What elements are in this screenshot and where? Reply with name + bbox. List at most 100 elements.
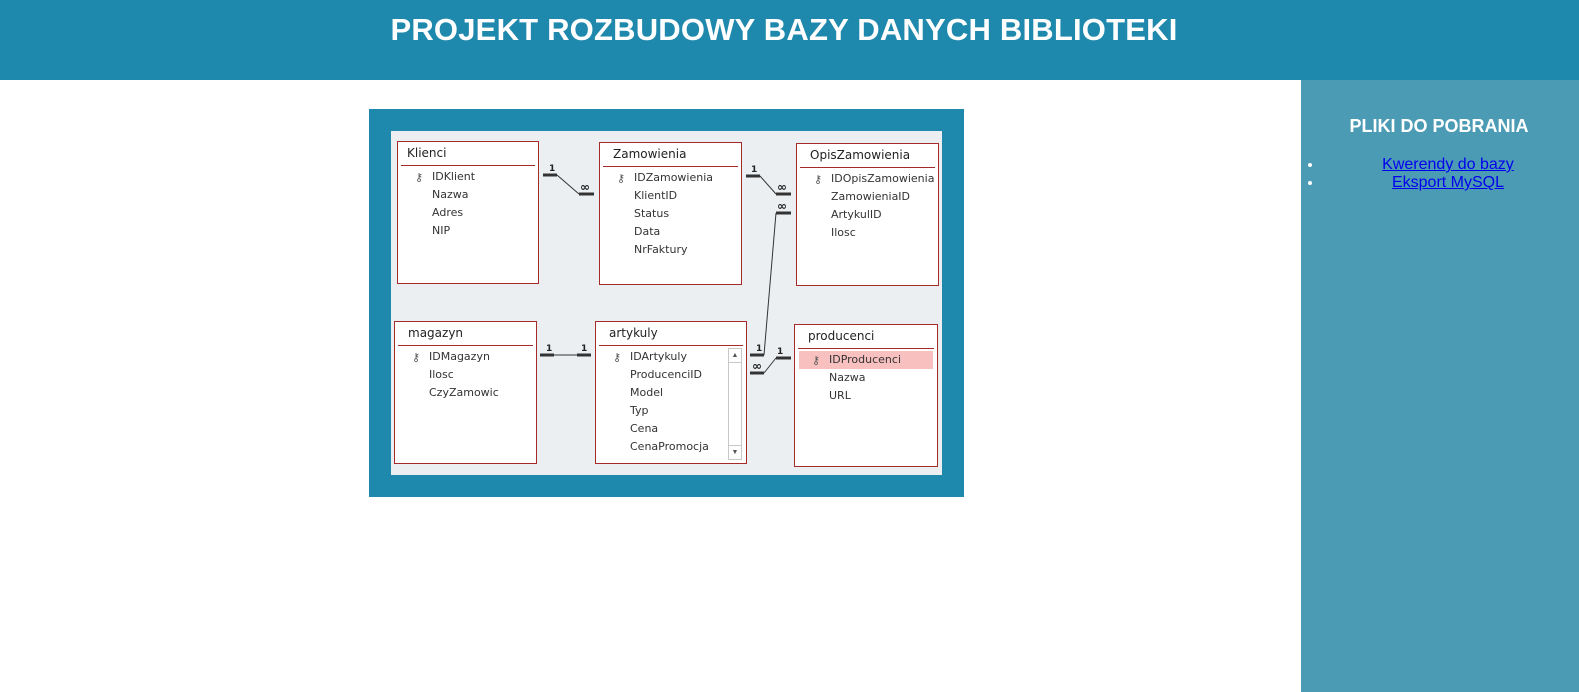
key-icon: ⚷ (812, 354, 821, 367)
field-item[interactable]: Data (600, 223, 741, 241)
table-divider (603, 166, 738, 167)
field-label: Status (634, 207, 670, 220)
field-label: ZamowieniaID (831, 190, 911, 203)
table-divider (800, 167, 935, 168)
table-title: OpisZamowienia (810, 148, 911, 162)
key-icon: ⚷ (415, 171, 424, 184)
field-label: Typ (630, 404, 649, 417)
table-title: magazyn (408, 326, 464, 340)
cardinality-one-label: 1 (581, 344, 588, 354)
scroll-up-arrow-icon[interactable]: ▲ (729, 349, 741, 363)
field-item[interactable]: Status (600, 205, 741, 223)
table-title: producenci (808, 329, 875, 343)
cardinality-many-label: ∞ (752, 359, 762, 373)
field-item[interactable]: ⚷ IDOpisZamowienia (797, 170, 938, 188)
field-list: ⚷ IDZamowienia KlientID Status Data NrFak… (600, 169, 741, 259)
table-producenci[interactable]: producenci ⚷ IDProducenci Nazwa URL (794, 324, 938, 467)
sidebar: PLIKI DO POBRANIA Kwerendy do bazy Ekspo… (1301, 80, 1579, 692)
table-divider (398, 345, 533, 346)
field-item[interactable]: Ilosc (797, 224, 938, 242)
table-divider (798, 348, 934, 349)
field-list: ⚷ IDProducenci Nazwa URL (795, 351, 937, 405)
key-icon: ⚷ (412, 351, 421, 364)
field-item[interactable]: Nazwa (398, 186, 538, 204)
field-item[interactable]: ArtykulID (797, 206, 938, 224)
field-label: IDArtykuly (630, 350, 687, 363)
cardinality-one-label: 1 (756, 344, 763, 354)
field-item[interactable]: Ilosc (395, 366, 536, 384)
field-list: ⚷ IDMagazyn Ilosc CzyZamowic (395, 348, 536, 402)
field-item[interactable]: Model (596, 384, 726, 402)
key-icon: ⚷ (814, 173, 823, 186)
page-header: PROJEKT ROZBUDOWY BAZY DANYCH BIBLIOTEKI (0, 0, 1579, 80)
field-label: IDOpisZamowienia (831, 172, 935, 185)
field-label: Adres (432, 206, 464, 219)
field-label: IDZamowienia (634, 171, 714, 184)
relationship-lines (540, 173, 791, 375)
field-label: Nazwa (829, 371, 866, 384)
table-klienci[interactable]: Klienci ⚷ IDKlient Nazwa Adres NIP (397, 141, 539, 284)
cardinality-many-label: ∞ (777, 199, 787, 213)
download-link-kwerendy[interactable]: Kwerendy do bazy (1382, 156, 1514, 173)
field-label: Model (630, 386, 664, 399)
field-label: Nazwa (432, 188, 469, 201)
field-label: URL (829, 389, 851, 402)
page-title: PROJEKT ROZBUDOWY BAZY DANYCH BIBLIOTEKI (390, 12, 1178, 47)
field-label: IDKlient (432, 170, 476, 183)
table-opis-zamowienia[interactable]: OpisZamowienia ⚷ IDOpisZamowienia Zamowie… (796, 143, 939, 286)
field-item[interactable]: CenaPromocja (596, 438, 726, 456)
field-item[interactable]: Typ (596, 402, 726, 420)
field-label: Cena (630, 422, 659, 435)
field-item[interactable]: Cena (596, 420, 726, 438)
download-list-item: Kwerendy do bazy (1323, 156, 1573, 174)
field-item[interactable]: ⚷ IDZamowienia (600, 169, 741, 187)
field-list: ⚷ IDKlient Nazwa Adres NIP (398, 168, 538, 240)
download-link-eksport-mysql[interactable]: Eksport MySQL (1391, 174, 1505, 191)
field-label: IDProducenci (829, 353, 902, 366)
field-item-selected[interactable]: ⚷ IDProducenci (799, 351, 933, 369)
cardinality-many-label: ∞ (777, 180, 787, 194)
relationship-diagram: 1 ∞ 1 ∞ ∞ 1 ∞ 1 1 1 Klienci ⚷IDKlient Na… (391, 131, 942, 475)
field-label: NIP (432, 224, 451, 237)
field-item[interactable]: KlientID (600, 187, 741, 205)
field-label: CenaPromocja (630, 440, 709, 453)
field-item[interactable]: ZamowieniaID (797, 188, 938, 206)
table-divider (599, 345, 743, 346)
table-magazyn[interactable]: magazyn ⚷ IDMagazyn Ilosc CzyZamowic (394, 321, 537, 464)
cardinality-one-label: 1 (777, 347, 784, 357)
field-label: IDMagazyn (429, 350, 490, 363)
field-item[interactable]: Nazwa (795, 369, 937, 387)
table-artykuly[interactable]: artykuly ⚷IDArtykuly ProducenciID Model … (595, 321, 747, 464)
table-zamowienia[interactable]: Zamowienia ⚷ IDZamowienia KlientID Status… (599, 142, 742, 285)
field-list: ⚷ IDOpisZamowienia ZamowieniaID ArtykulID… (797, 170, 938, 242)
cardinality-one-label: 1 (546, 344, 553, 354)
table-title: Zamowienia (613, 147, 687, 161)
field-item[interactable]: Adres (398, 204, 538, 222)
scroll-down-arrow-icon[interactable]: ▼ (729, 445, 741, 459)
cardinality-one-label: 1 (751, 165, 758, 175)
table-title: Klienci (407, 146, 447, 160)
field-item[interactable]: CzyZamowic (395, 384, 536, 402)
field-label: CzyZamowic (429, 386, 499, 399)
field-item[interactable]: URL (795, 387, 937, 405)
field-item[interactable]: ⚷ IDKlient (398, 168, 538, 186)
cardinality-one-label: 1 (549, 164, 556, 174)
field-label: Ilosc (831, 226, 856, 239)
field-item[interactable]: ⚷ IDArtykuly (596, 348, 726, 366)
table-divider (401, 165, 535, 166)
field-item[interactable]: NrFaktury (600, 241, 741, 259)
table-title: artykuly (609, 326, 658, 340)
diagram-frame: 1 ∞ 1 ∞ ∞ 1 ∞ 1 1 1 Klienci ⚷IDKlient Na… (369, 109, 964, 497)
field-item[interactable]: ⚷ IDMagazyn (395, 348, 536, 366)
field-item[interactable]: NIP (398, 222, 538, 240)
field-label: Data (634, 225, 661, 238)
key-icon: ⚷ (617, 172, 626, 185)
download-list-item: Eksport MySQL (1323, 174, 1573, 192)
field-item[interactable]: ProducenciID (596, 366, 726, 384)
relation-line-artykuly-producenci (763, 357, 777, 374)
key-icon: ⚷ (613, 351, 622, 364)
field-label: ArtykulID (831, 208, 882, 221)
field-label: NrFaktury (634, 243, 688, 256)
field-list-scrollbar[interactable]: ▲ ▼ (728, 348, 742, 460)
field-label: KlientID (634, 189, 678, 202)
